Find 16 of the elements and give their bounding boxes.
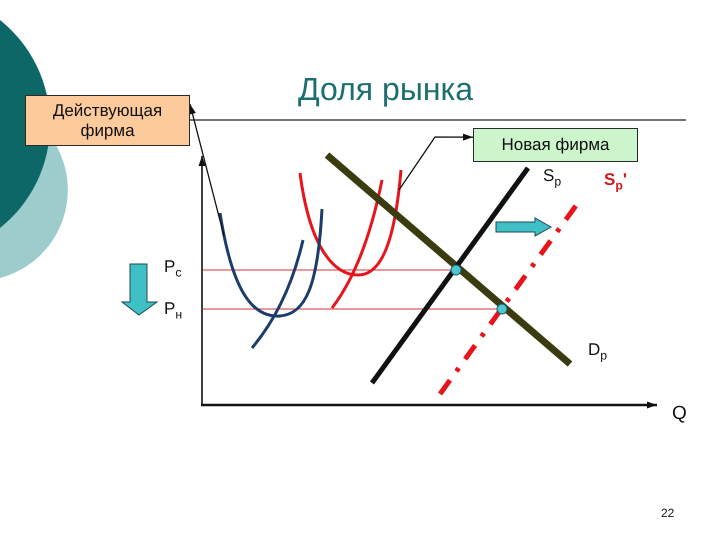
curve-label: S$_{p}$': [604, 171, 627, 194]
page-number: 22: [661, 507, 674, 522]
callout-text: Действующая фирма: [52, 101, 164, 140]
callout-text: Новая фирма: [501, 135, 610, 155]
callout-box: [473, 128, 638, 162]
axis-label: Q: [672, 404, 687, 426]
leader-arrow: [398, 134, 473, 190]
price-label: P$_{н}$: [164, 300, 182, 324]
cost-curve: [218, 208, 324, 318]
price-label: P$_{с}$: [164, 258, 182, 282]
callout-box: [25, 95, 190, 146]
cost-curve: [298, 170, 402, 276]
leader-arrow: [189, 104, 225, 236]
slide-title: Доля рынка: [298, 71, 473, 108]
curve-label: D$_{p}$: [588, 341, 608, 364]
curve-label: S$_{p}$: [543, 167, 562, 190]
